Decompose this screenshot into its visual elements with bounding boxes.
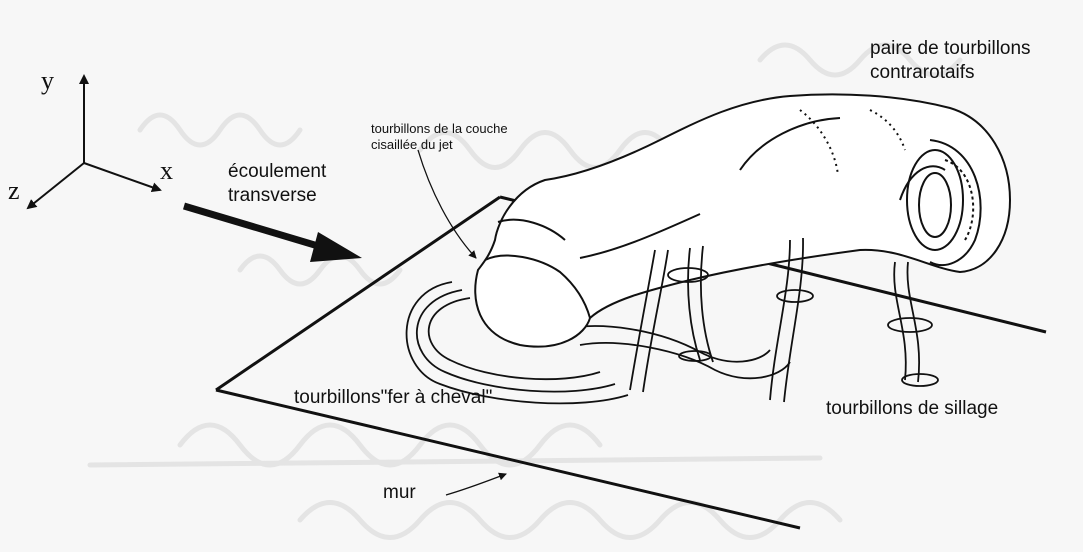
y-axis-label: y	[41, 66, 54, 96]
crossflow-arrow	[184, 206, 362, 262]
shear-layer-label-line2: cisaillée du jet	[371, 138, 453, 153]
crossflow-label-line2: transverse	[228, 185, 317, 207]
x-axis-label: x	[160, 156, 173, 186]
wake-vortices-label: tourbillons de sillage	[826, 398, 998, 420]
crossflow-label-line1: écoulement	[228, 161, 326, 183]
z-axis-arrow	[28, 163, 84, 208]
wall-leader	[446, 474, 506, 495]
vortex-pair-label-line2: contrarotaifs	[870, 62, 975, 84]
x-axis-arrow	[84, 163, 160, 190]
vortex-pair-label-line1: paire de tourbillons	[870, 38, 1031, 60]
wall-label: mur	[383, 482, 416, 504]
shear-layer-label-line1: tourbillons de la couche	[371, 122, 508, 137]
z-axis-label: z	[8, 176, 20, 206]
horseshoe-label: tourbillons"fer à cheval"	[294, 387, 492, 409]
bent-jet-body	[475, 94, 1010, 346]
shear-layer-leader	[418, 150, 476, 258]
